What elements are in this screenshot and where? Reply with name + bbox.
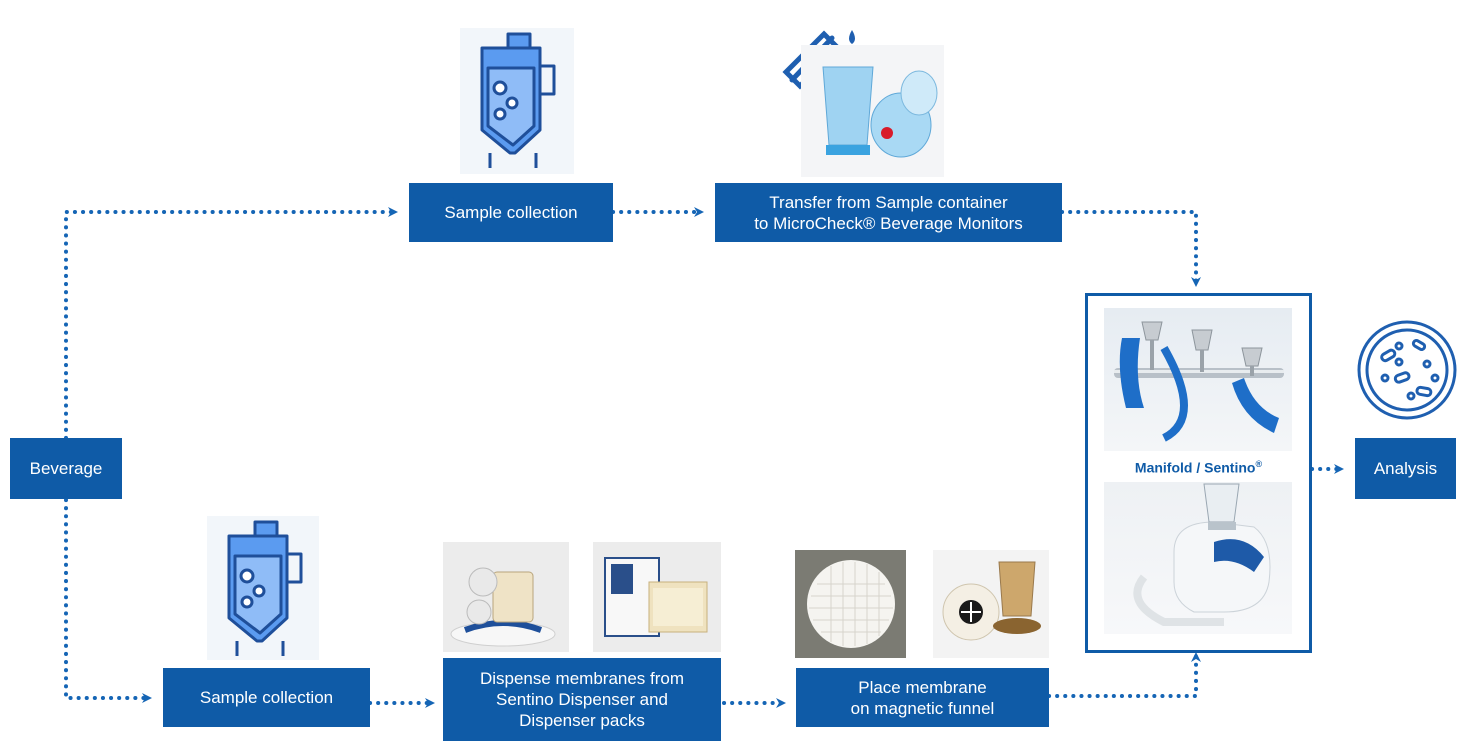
sample-collection-top-label: Sample collection [444, 203, 578, 222]
connector-transfer-to-manifold [1060, 210, 1201, 287]
dispense-label-line-2: Sentino Dispenser and [495, 690, 668, 709]
petri-dish-icon [1355, 318, 1459, 422]
analysis-box: Analysis [1355, 438, 1456, 499]
place-label-line-2: on magnetic funnel [850, 698, 995, 718]
beverage-label: Beverage [29, 459, 103, 478]
sample-collection-bottom-label: Sample collection [199, 688, 334, 707]
sentino-image [1104, 482, 1292, 634]
dispense-label-line-3: Dispenser packs [519, 711, 645, 730]
sentino-dispenser-image [443, 542, 569, 652]
beverage-tank-icon-bottom [207, 516, 319, 660]
analysis-label: Analysis [1373, 459, 1438, 478]
dispense-box: Dispense membranes from Sentino Dispense… [443, 658, 721, 741]
transfer-box: Transfer from Sample container to MicroC… [715, 183, 1062, 242]
manifold-caption-text: Manifold / Sentino [1134, 459, 1256, 476]
beverage-box: Beverage [10, 438, 122, 499]
dispenser-packs-image [593, 542, 721, 652]
transfer-label-line-2: to MicroCheck® Beverage Monitors [754, 213, 1023, 233]
manifold-image [1104, 308, 1292, 451]
connector-beverage-to-sample-bottom [64, 498, 152, 703]
place-membrane-box: Place membrane on magnetic funnel [796, 668, 1049, 727]
place-label-line-1: Place membrane [858, 677, 987, 697]
manifold-caption: Manifold / Sentino® [1088, 459, 1309, 476]
sample-collection-bottom-box: Sample collection [163, 668, 370, 727]
membrane-filter-image [795, 550, 906, 658]
magnetic-funnel-image [933, 550, 1049, 658]
connector-beverage-to-sample-top [64, 207, 398, 440]
transfer-label-line-1: Transfer from Sample container [769, 192, 1008, 212]
microcheck-monitors-image [801, 45, 944, 177]
beverage-tank-icon-top [460, 28, 574, 174]
sample-collection-top-box: Sample collection [409, 183, 613, 242]
dispense-label-line-1: Dispense membranes from [479, 669, 685, 688]
manifold-frame: Manifold / Sentino® [1085, 293, 1312, 653]
connector-place-to-manifold [1047, 652, 1201, 698]
manifold-caption-mark: ® [1255, 459, 1263, 469]
